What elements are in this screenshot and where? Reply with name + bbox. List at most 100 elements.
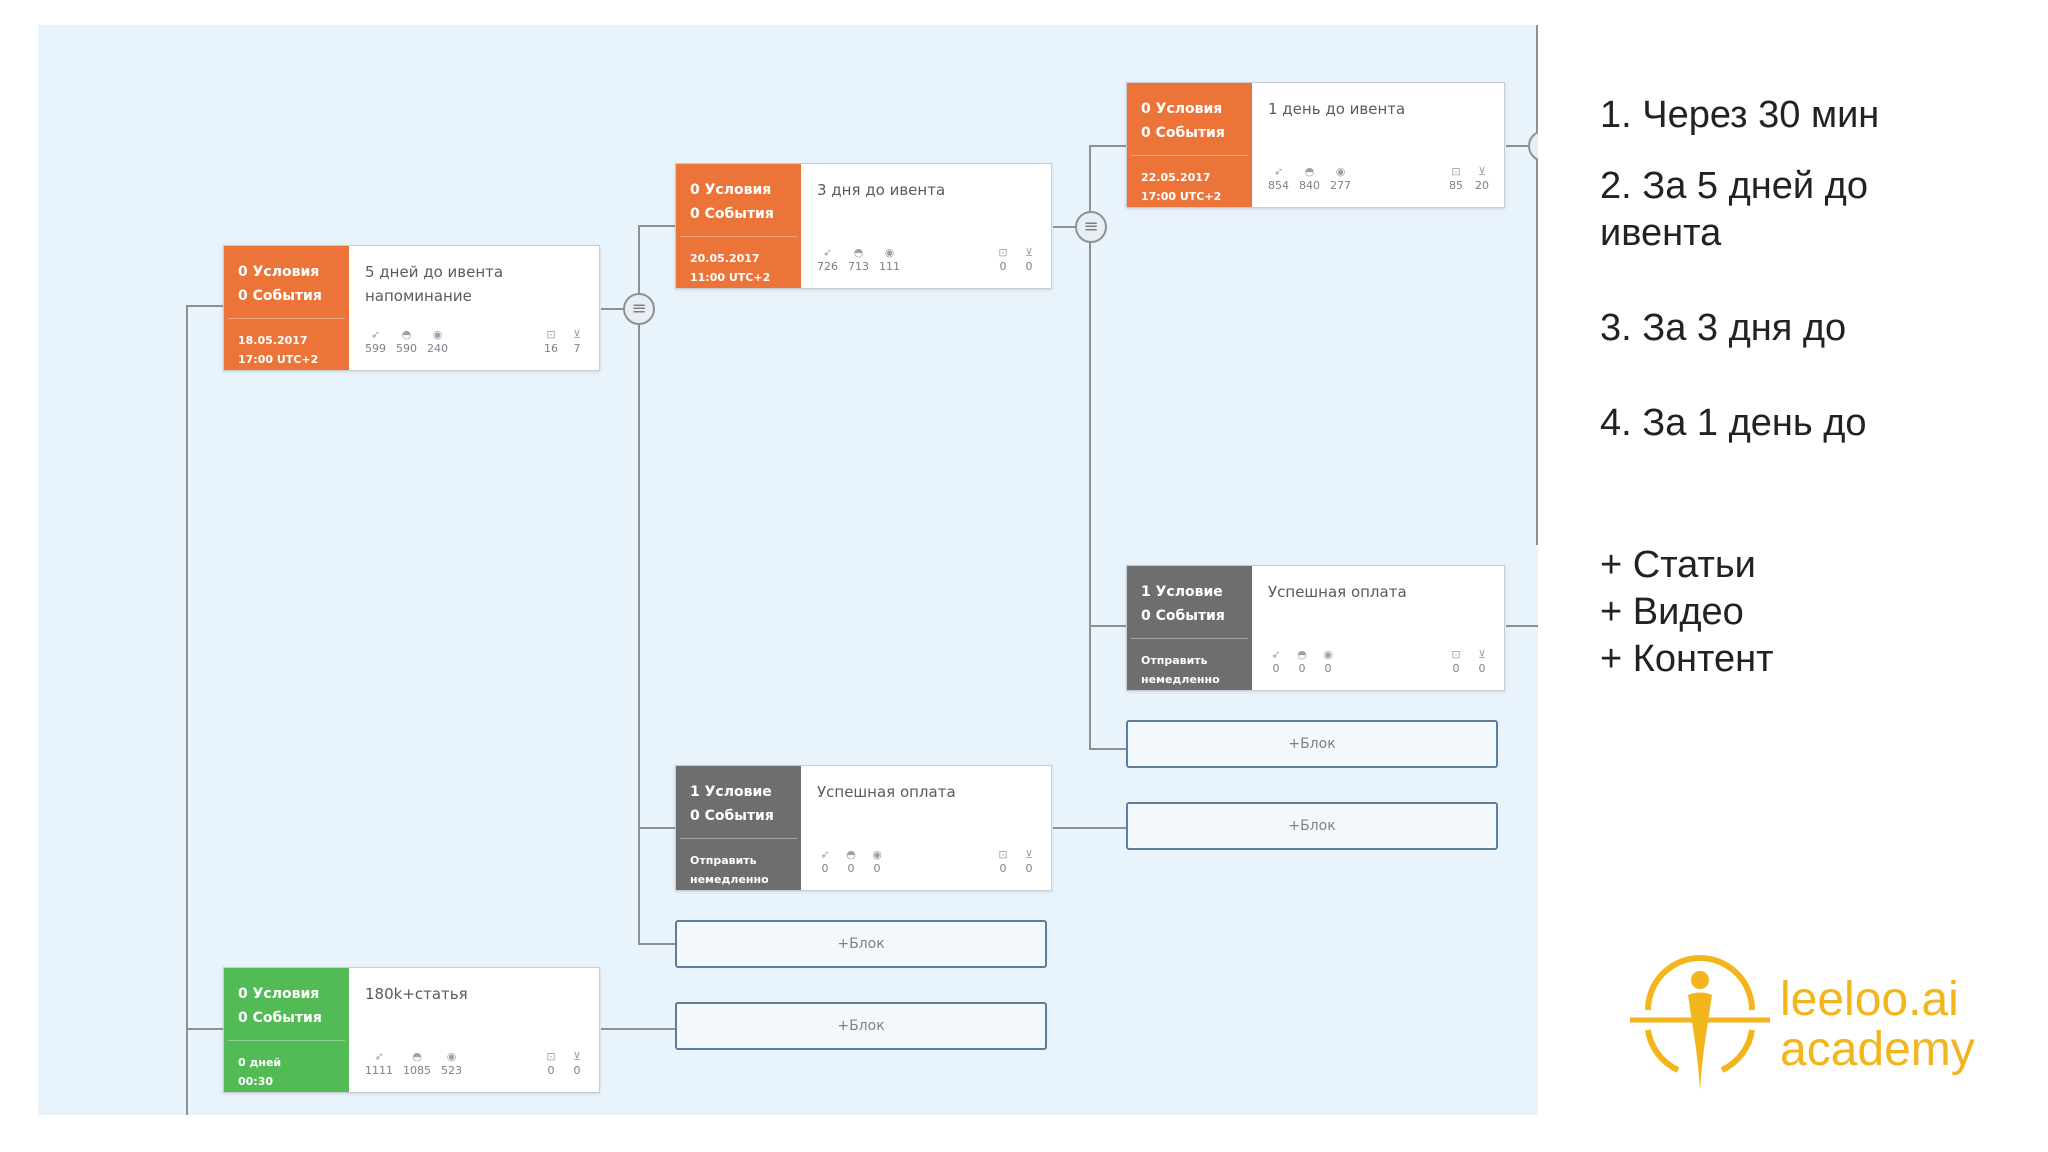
conditions-count: 1 Условие xyxy=(1141,584,1223,600)
purchase-count: 0 xyxy=(573,1064,581,1077)
connector-line xyxy=(638,943,681,945)
eye-icon: ◉ xyxy=(884,246,895,259)
send-date: Отправить xyxy=(1141,654,1208,667)
logo-line2: academy xyxy=(1780,1023,1975,1076)
card-title: Успешная оплата xyxy=(817,783,956,801)
events-count: 0 События xyxy=(1141,125,1225,141)
logo-line1: leeloo.ai xyxy=(1780,973,1959,1026)
click-count: 0 xyxy=(999,862,1007,875)
sent-count: 854 xyxy=(1268,179,1289,192)
purchase-count: 0 xyxy=(1478,662,1486,675)
click-icon: ⊡ xyxy=(1451,648,1461,661)
purchase-count: 0 xyxy=(1025,862,1033,875)
sent-icon: ➶ xyxy=(1273,165,1284,178)
connector-line xyxy=(1053,827,1134,829)
delivered-icon: ◓ xyxy=(401,328,412,341)
connector-line xyxy=(638,225,640,945)
add-block-button[interactable]: +Блок xyxy=(1126,802,1498,850)
sent-icon: ➶ xyxy=(1271,648,1281,661)
message-block-card[interactable]: 0 Условия 0 События 20.05.2017 11:00 UTC+2… xyxy=(675,163,1052,289)
logo-text: leeloo.ai academy xyxy=(1780,975,1975,1075)
card-title: 5 дней до ивента напоминание xyxy=(365,263,504,305)
connector-line xyxy=(1536,25,1538,545)
sent-count: 726 xyxy=(817,260,838,273)
notes-panel: 1. Через 30 мин 2. За 5 дней до ивента 3… xyxy=(1600,92,2020,683)
send-time: 17:00 UTC+2 xyxy=(238,353,319,366)
conditions-count: 0 Условия xyxy=(1141,101,1223,117)
cart-icon: ⊻ xyxy=(572,1050,582,1063)
opened-count: 0 xyxy=(873,862,881,875)
send-time: 11:00 UTC+2 xyxy=(690,271,771,284)
sent-count: 599 xyxy=(365,342,386,355)
add-block-button[interactable]: +Блок xyxy=(675,1002,1047,1050)
note-item: 4. За 1 день до xyxy=(1600,402,1867,444)
send-date: 20.05.2017 xyxy=(690,252,760,265)
click-count: 0 xyxy=(999,260,1007,273)
delivered-count: 1085 xyxy=(403,1064,431,1077)
send-time: немедленно xyxy=(690,873,769,886)
list-menu-icon[interactable]: ≡ xyxy=(623,293,655,325)
opened-count: 240 xyxy=(427,342,448,355)
leeloo-figure-icon xyxy=(1630,955,1770,1090)
add-block-button[interactable]: +Блок xyxy=(675,920,1047,968)
eye-icon: ◉ xyxy=(446,1050,457,1063)
eye-icon: ◉ xyxy=(1335,165,1346,178)
events-count: 0 События xyxy=(238,288,322,304)
card-title: 1 день до ивента xyxy=(1268,100,1406,118)
note-extra: + Контент xyxy=(1600,638,1774,680)
delivered-icon: ◓ xyxy=(412,1050,422,1063)
click-icon: ⊡ xyxy=(998,246,1008,259)
list-menu-icon[interactable]: ≡ xyxy=(1075,211,1107,243)
connector-line xyxy=(638,225,681,227)
funnel-canvas: ≡ ≡ ≡ 0 Условия 0 События 18.05.2017 17:00… xyxy=(38,25,1538,1115)
purchase-count: 7 xyxy=(573,342,581,355)
conditions-count: 0 Условия xyxy=(690,182,772,198)
sent-icon: ➶ xyxy=(822,246,833,259)
send-time: немедленно xyxy=(1141,673,1220,686)
delivered-icon: ◓ xyxy=(1297,648,1307,661)
add-block-button[interactable]: +Блок xyxy=(1126,720,1498,768)
delivered-count: 590 xyxy=(396,342,417,355)
click-icon: ⊡ xyxy=(1451,165,1461,178)
send-time: 00:30 xyxy=(238,1075,274,1088)
events-count: 0 События xyxy=(1141,608,1225,624)
list-menu-icon[interactable]: ≡ xyxy=(1528,130,1538,162)
purchase-count: 0 xyxy=(1025,260,1033,273)
card-title: 180k+статья xyxy=(365,985,468,1003)
connector-line xyxy=(1053,226,1090,228)
send-delay: 0 дней xyxy=(238,1056,282,1069)
card-status-panel: 0 Условия 0 События 20.05.2017 11:00 UTC+2 xyxy=(676,164,801,288)
delivered-count: 840 xyxy=(1299,179,1320,192)
conditions-count: 1 Условие xyxy=(690,784,772,800)
click-count: 85 xyxy=(1449,179,1463,192)
delivered-icon: ◓ xyxy=(1304,165,1315,178)
connector-line xyxy=(1089,145,1091,750)
sent-icon: ➶ xyxy=(820,848,830,861)
delivered-count: 0 xyxy=(1298,662,1306,675)
click-count: 0 xyxy=(1452,662,1460,675)
card-status-panel: 1 Условие 0 События Отправить немедленно xyxy=(1127,566,1252,690)
note-item: 3. За 3 дня до xyxy=(1600,307,1847,349)
cart-icon: ⊻ xyxy=(1024,246,1034,259)
delivered-count: 713 xyxy=(848,260,869,273)
note-item: 1. Через 30 мин xyxy=(1600,94,1880,136)
opened-count: 111 xyxy=(879,260,900,273)
connector-line xyxy=(601,308,638,310)
card-title: 3 дня до ивента xyxy=(817,181,946,199)
connector-line xyxy=(1089,145,1134,147)
connector-line xyxy=(1089,748,1134,750)
eye-icon: ◉ xyxy=(872,848,882,861)
sent-count: 0 xyxy=(1272,662,1280,675)
sent-icon: ➶ xyxy=(370,328,381,341)
send-date: 18.05.2017 xyxy=(238,334,308,347)
events-count: 0 События xyxy=(690,206,774,222)
connector-line xyxy=(186,305,188,1115)
connector-line xyxy=(1506,145,1538,147)
